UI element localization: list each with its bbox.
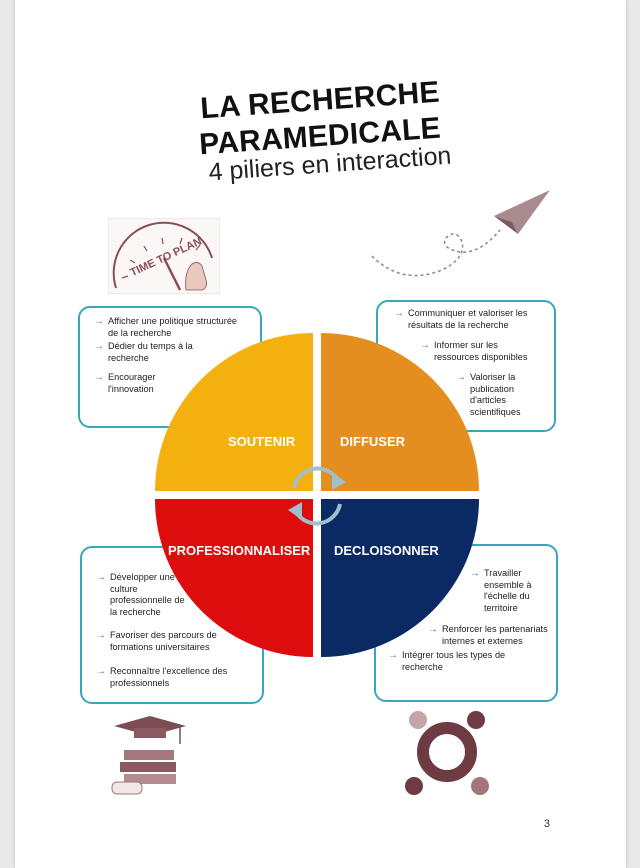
graduation-books-icon (111, 716, 186, 795)
page-number: 3 (543, 818, 550, 830)
list-item: Développer une culture professionnelle d… (96, 572, 188, 618)
list-item: Favoriser des parcours de formations uni… (96, 630, 248, 653)
list-item: Encourager l'innovation (94, 372, 198, 395)
label-soutenir: SOUTENIR (228, 434, 296, 449)
list-item: Reconnaître l'excellence des professionn… (96, 666, 230, 689)
label-diffuser: DIFFUSER (340, 434, 405, 449)
list-item: Valoriser la publication d'articles scie… (456, 372, 546, 418)
list-item: Intégrer tous les types de recherche (388, 650, 532, 673)
pillars-circle: SOUTENIR DIFFUSER PROFESSIONNALISER DECL… (152, 330, 482, 660)
list-item: Informer sur les ressources disponibles (420, 340, 542, 363)
quadrant-diffuser (321, 333, 479, 491)
list-item: Dédier du temps à la recherche (94, 341, 218, 364)
quadrant-decloisonner (321, 499, 479, 657)
list-item: Renforcer les partenariats internes et e… (428, 624, 566, 647)
label-decloisonner: DECLOISONNER (334, 543, 439, 558)
teamwork-icon (405, 711, 489, 795)
document-page (15, 0, 626, 868)
time-to-plan-icon: TIME TO PLAN (108, 218, 220, 294)
list-item: Travailler ensemble à l'échelle du terri… (470, 568, 548, 614)
list-item: Afficher une politique structurée de la … (94, 316, 242, 339)
quadrant-professionnaliser (155, 499, 313, 657)
paper-plane-icon (371, 190, 550, 277)
list-item: Communiquer et valoriser les résultats d… (394, 308, 544, 331)
quadrant-soutenir (155, 333, 313, 491)
label-professionnaliser: PROFESSIONNALISER (168, 543, 311, 558)
